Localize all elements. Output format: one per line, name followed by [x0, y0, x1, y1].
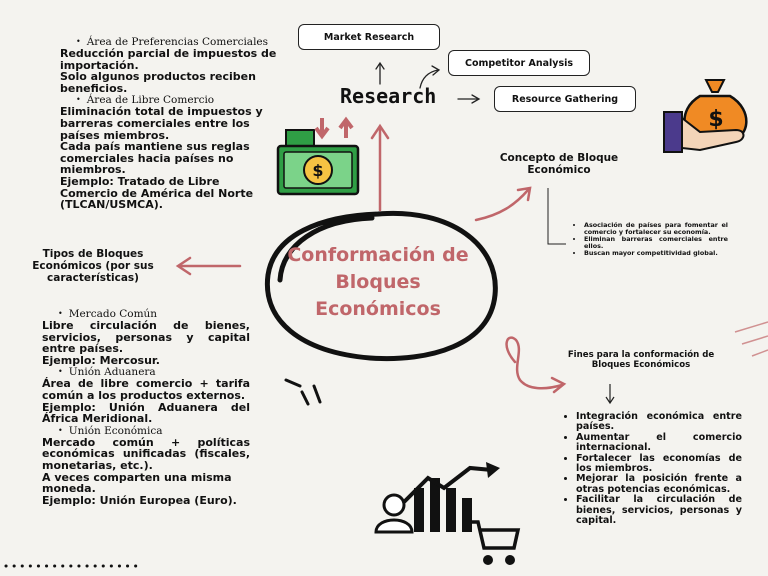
concepto-title: Concepto de Bloque Económico — [499, 152, 619, 176]
concepto-item: Buscan mayor competitividad global. — [584, 250, 728, 257]
market-research-label: Market Research — [323, 31, 415, 43]
concepto-list: Asociación de países para fomentar el co… — [572, 222, 728, 257]
libre-comercio-text: Eliminación total de impuestos y barrera… — [60, 105, 263, 212]
fines-item: Fortalecer las economías de los miembros… — [576, 453, 742, 475]
arrow-up-research — [370, 123, 390, 212]
svg-text:$: $ — [708, 107, 723, 132]
sparkle-strokes — [284, 378, 322, 406]
competitor-analysis-label: Competitor Analysis — [464, 57, 574, 69]
competitor-analysis-box: Competitor Analysis — [448, 50, 590, 76]
arrow-to-concepto — [474, 186, 532, 222]
fines-list: Integración económica entre países. Aume… — [564, 411, 742, 526]
union-economica-heading: Unión Económica — [42, 425, 250, 437]
union-economica-example: Ejemplo: Unión Europea (Euro). — [42, 493, 237, 507]
union-economica-text-2: A veces comparten una misma moneda. — [42, 470, 232, 496]
growth-chart-cart-icon — [374, 462, 521, 565]
concepto-item: Asociación de países para fomentar el co… — [584, 222, 728, 236]
svg-text:$: $ — [312, 161, 323, 180]
mercado-comun-example: Ejemplo: Mercosur. — [42, 353, 160, 367]
fines-arrow — [605, 384, 615, 405]
concepto-item: Eliminan barreras comerciales entre ello… — [584, 236, 728, 250]
preferencias-heading: Área de Preferencias Comerciales — [60, 36, 278, 48]
money-bill-icon: $ — [276, 116, 360, 196]
center-title: Conformación de Bloques Económicos — [287, 244, 469, 320]
fines-item: Mejorar la posición frente a otras poten… — [576, 474, 742, 495]
research-title: Research — [340, 84, 437, 108]
left-top-block: Área de Preferencias Comerciales Reducci… — [60, 36, 278, 211]
union-aduanera-heading: Unión Aduanera — [42, 366, 250, 378]
union-aduanera-text: Área de libre comercio + tarifa común a … — [42, 377, 250, 402]
tipos-title: Tipos de Bloques Económicos (por sus car… — [32, 248, 154, 284]
mercado-comun-heading: Mercado Común — [42, 308, 250, 320]
market-research-box: Market Research — [298, 24, 440, 50]
fines-item: Integración económica entre países. — [576, 411, 742, 433]
fines-item: Facilitar la circulación de bienes, serv… — [576, 495, 742, 526]
resource-gathering-label: Resource Gathering — [511, 93, 619, 105]
resource-gathering-box: Resource Gathering — [494, 86, 636, 112]
concepto-bracket — [547, 188, 566, 245]
arrow-left-tipos — [175, 256, 242, 276]
edge-scribble — [734, 321, 768, 357]
preferencias-text: Reducción parcial de impuestos de import… — [60, 47, 277, 95]
union-economica-text: Mercado común + políticas económicas uni… — [42, 435, 250, 472]
union-aduanera-example: Ejemplo: Unión Aduanera del África Merid… — [42, 400, 250, 426]
mercado-comun-text: Libre circulación de bienes, servicios, … — [42, 319, 250, 356]
fines-item: Aumentar el comercio internacional. — [576, 432, 742, 454]
left-bottom-block: Mercado Común Libre circulación de biene… — [42, 308, 250, 506]
fines-title: Fines para la conformación de Bloques Ec… — [567, 350, 715, 370]
libre-comercio-heading: Área de Libre Comercio — [60, 94, 278, 106]
money-bag-hand-icon: $ — [663, 79, 748, 153]
